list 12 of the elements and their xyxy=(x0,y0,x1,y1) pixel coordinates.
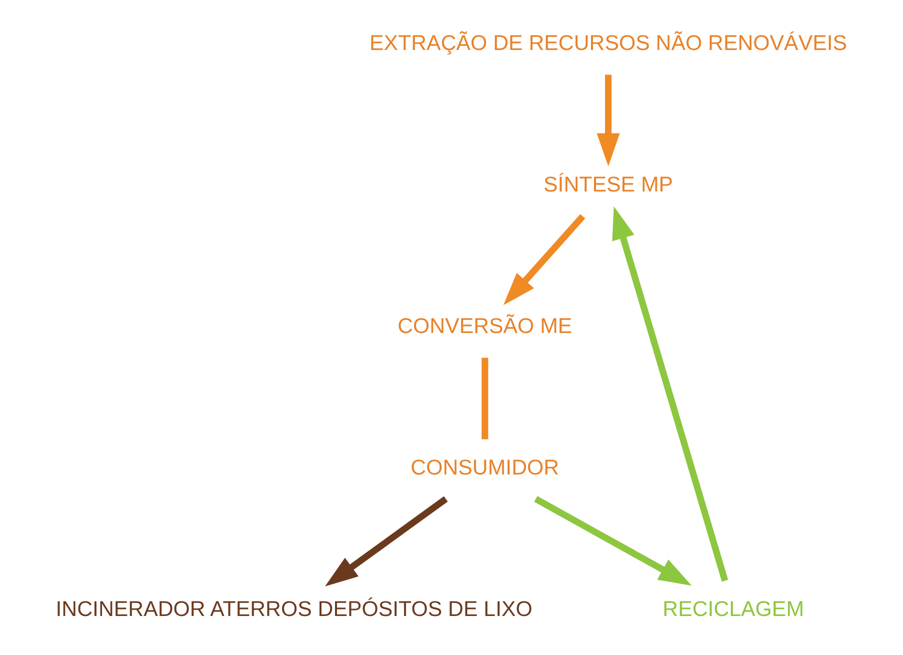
node-text: SÍNTESE MP xyxy=(543,172,673,197)
node-text: CONVERSÃO ME xyxy=(397,314,572,338)
arrow xyxy=(534,496,692,586)
arrow xyxy=(596,74,620,166)
arrow xyxy=(324,496,448,586)
arrow xyxy=(502,214,585,306)
node-text: INCINERADOR ATERROS DEPÓSITOS DE LIXO xyxy=(55,597,532,622)
arrow xyxy=(612,206,728,582)
node-text: CONSUMIDOR xyxy=(410,456,559,480)
connector xyxy=(481,358,488,440)
node-text: EXTRAÇÃO DE RECURSOS NÃO RENOVÁVEIS xyxy=(369,31,847,56)
node-text: RECICLAGEM xyxy=(662,597,804,622)
